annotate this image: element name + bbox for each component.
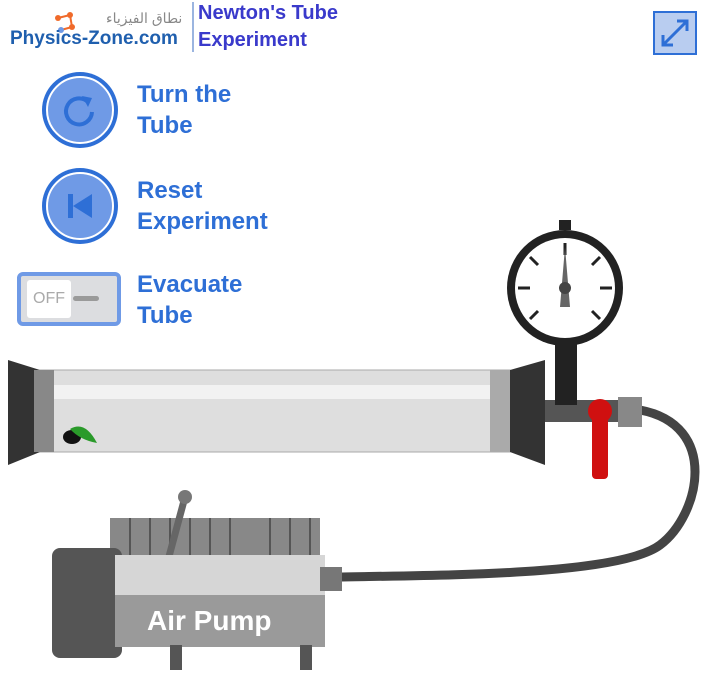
air-pump[interactable] [52, 490, 342, 670]
logo: نطاق الفيزياء Physics-Zone.com [6, 4, 186, 54]
pressure-gauge [507, 220, 623, 346]
title-divider [192, 2, 194, 52]
logo-arabic: نطاق الفيزياء [106, 10, 183, 26]
logo-text: Physics-Zone.com [10, 28, 178, 49]
hose [339, 405, 700, 582]
apparatus [8, 220, 700, 670]
reset-button[interactable] [42, 168, 118, 244]
skip-back-icon [68, 194, 92, 218]
fullscreen-button[interactable] [653, 11, 697, 55]
turn-tube-button[interactable] [42, 72, 118, 148]
rotate-icon [64, 96, 94, 127]
expand-icon [655, 13, 695, 53]
air-pump-label: Air Pump [147, 605, 272, 636]
logo-icon [55, 12, 75, 33]
newton-tube[interactable] [8, 360, 545, 465]
toggle-knob: OFF [27, 280, 71, 318]
page-title: Newton's Tube Experiment [198, 0, 338, 54]
title-line1: Newton's Tube [198, 2, 338, 24]
coin-and-feather [63, 426, 97, 444]
evacuate-toggle[interactable]: OFF [17, 272, 121, 326]
valve-handle[interactable] [588, 399, 612, 479]
title-line2: Experiment [198, 29, 307, 51]
